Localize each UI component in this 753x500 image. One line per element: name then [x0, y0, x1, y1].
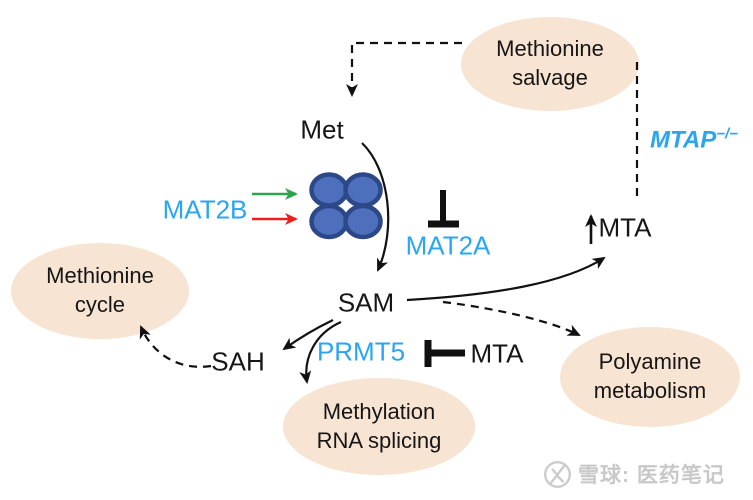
mat2a-label: MAT2A — [405, 230, 491, 261]
mat2a-inhibition-tack-icon — [428, 190, 459, 228]
mtap-knockout-superscript: −/− — [716, 125, 738, 143]
mat2b-label: MAT2B — [162, 194, 248, 225]
watermark: 雪球: 医药笔记 — [543, 459, 725, 489]
node-polyamine-metabolism: Polyamine metabolism — [560, 327, 740, 427]
node-methylation-rna-splicing: Methylation RNA splicing — [283, 378, 475, 475]
mta-inhibits-prmt5-tack-icon — [424, 340, 465, 367]
sam-label: SAM — [337, 287, 395, 318]
edge-sam-to-mta-arrow — [406, 256, 606, 302]
node-methionine-cycle: Methionine cycle — [11, 243, 189, 339]
node-polyamine-metabolism-label: Polyamine metabolism — [593, 349, 707, 403]
mta-elevated-label: MTA — [598, 212, 652, 243]
edge-sam-to-polyamine-dashed-arrow — [442, 300, 581, 336]
mtap-gene-name: MTAP — [650, 126, 717, 154]
prmt5-label: PRMT5 — [316, 336, 406, 367]
node-methionine-cycle-label: Methionine cycle — [46, 263, 154, 317]
watermark-text: 雪球: 医药笔记 — [578, 464, 725, 487]
node-methylation-rna-splicing-label: Methylation RNA splicing — [316, 398, 442, 453]
mat2-complex-icon — [309, 172, 383, 240]
xueqiu-logo-icon — [543, 460, 572, 488]
edge-salvage-to-met-dashed-arrow — [346, 41, 462, 97]
met-label: Met — [300, 114, 344, 145]
node-methionine-salvage-label: Methionine salvage — [496, 36, 604, 90]
mta-inhibitor-label: MTA — [470, 338, 524, 369]
edge-met-to-sam-arrow — [361, 142, 390, 272]
sah-label: SAH — [211, 346, 265, 377]
node-methionine-salvage: Methionine salvage — [461, 17, 639, 111]
edge-sah-to-methionine-cycle-dashed-arrow — [139, 325, 212, 368]
mtap-knockout-label: MTAP−/− — [650, 126, 738, 155]
